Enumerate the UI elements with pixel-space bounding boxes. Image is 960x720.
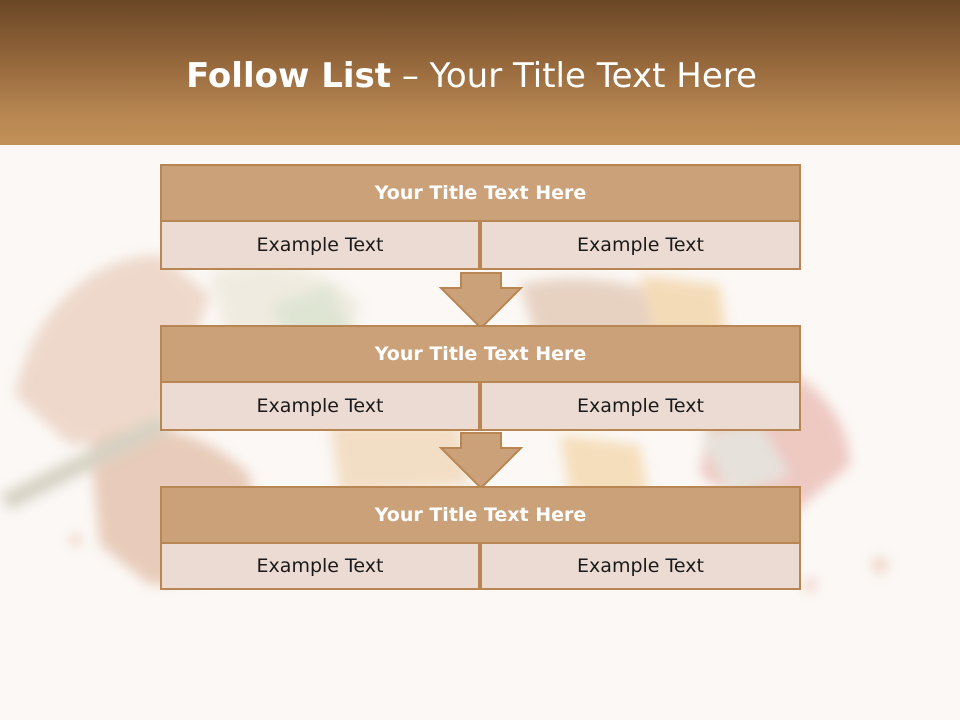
- step-title: Your Title Text Here: [160, 164, 801, 222]
- step-title: Your Title Text Here: [160, 325, 801, 383]
- slide-title-rest: – Your Title Text Here: [391, 56, 757, 96]
- step-title: Your Title Text Here: [160, 486, 801, 544]
- slide-title-bold: Follow List: [186, 56, 392, 96]
- slide-title: Follow List – Your Title Text Here: [0, 55, 943, 97]
- down-arrow-icon: [438, 432, 524, 490]
- step-block-3: Your Title Text Here Example Text Exampl…: [160, 486, 801, 592]
- slide-header: Follow List – Your Title Text Here: [0, 0, 960, 145]
- step-cell-right: Example Text: [480, 381, 801, 431]
- step-cell-left: Example Text: [160, 542, 480, 590]
- step-block-1: Your Title Text Here Example Text Exampl…: [160, 164, 801, 272]
- step-cell-right: Example Text: [480, 542, 801, 590]
- step-cell-left: Example Text: [160, 220, 480, 270]
- step-cell-left: Example Text: [160, 381, 480, 431]
- step-cell-right: Example Text: [480, 220, 801, 270]
- step-block-2: Your Title Text Here Example Text Exampl…: [160, 325, 801, 433]
- down-arrow-icon: [438, 272, 524, 330]
